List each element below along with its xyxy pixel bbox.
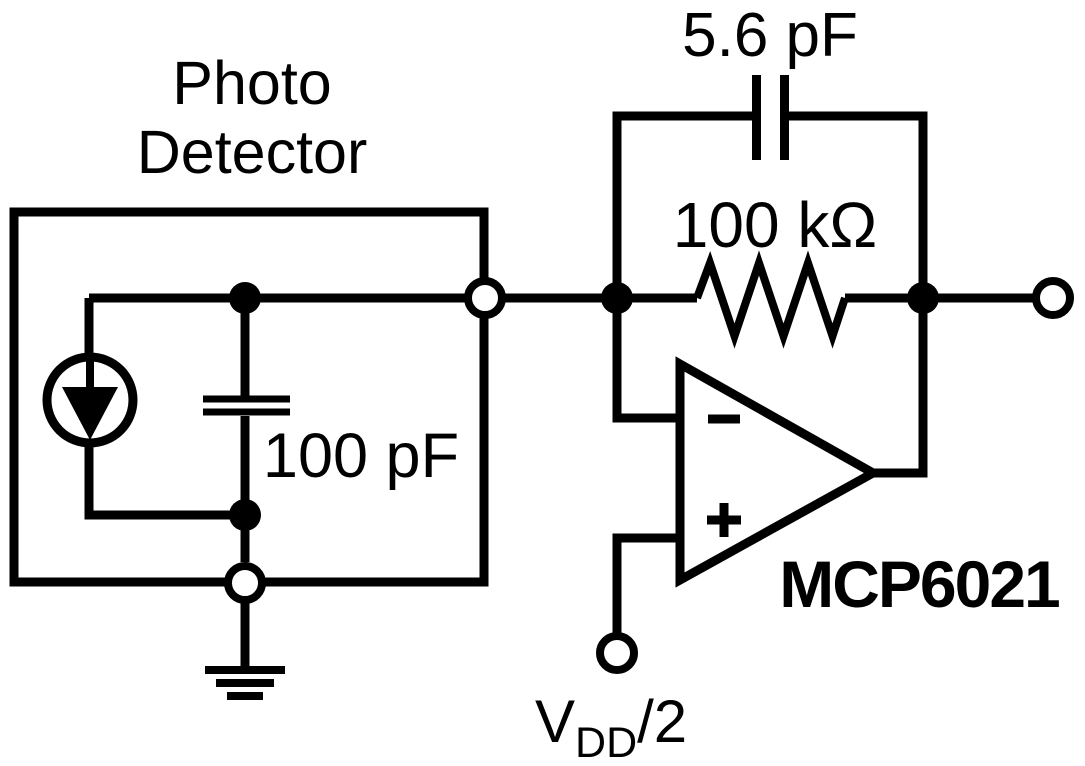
- detector-top-node: [229, 282, 261, 314]
- resistor-zigzag: [693, 250, 849, 349]
- detector-ground-terminal: [224, 562, 266, 604]
- output-feedback-wire: [873, 298, 928, 478]
- bias-voltage-label: VDD/2: [535, 688, 687, 766]
- feedback-resistor-value: 100 kΩ: [673, 189, 877, 261]
- current-source-bottom-wire: [84, 446, 245, 520]
- bias-voltage-suffix: /2: [637, 688, 687, 755]
- detector-capacitor-value: 100 pF: [263, 421, 459, 491]
- photo-detector-label-line1: Photo: [172, 49, 331, 117]
- feedback-capacitor: [612, 75, 928, 298]
- feedback-capacitor-left-wire: [612, 111, 752, 298]
- opamp-plus-symbol: [707, 503, 741, 537]
- inverting-input-wire: [612, 294, 679, 423]
- circuit-output-terminal: [1032, 277, 1074, 319]
- detector-bottom-node: [229, 499, 261, 531]
- feedback-resistor: [618, 250, 923, 349]
- noninverting-input-wire: [612, 533, 679, 648]
- detector-output-terminal: [464, 277, 506, 319]
- bias-voltage-main: V: [535, 688, 575, 755]
- output-node: [907, 282, 939, 314]
- ground-symbol: [205, 603, 285, 700]
- photo-detector-label-line2: Detector: [137, 118, 368, 186]
- bias-input-terminal: [596, 632, 638, 674]
- photocurrent-source: [42, 298, 245, 520]
- feedback-capacitor-right-wire: [789, 111, 928, 298]
- opamp-part-number: MCP6021: [779, 547, 1059, 621]
- feedback-capacitor-value: 5.6 pF: [682, 1, 858, 70]
- inverting-input-node: [601, 282, 633, 314]
- arrow-down-icon: [62, 387, 118, 440]
- detector-capacitor: [203, 298, 290, 562]
- bias-voltage-subscript: DD: [575, 719, 637, 766]
- opamp: [612, 294, 883, 648]
